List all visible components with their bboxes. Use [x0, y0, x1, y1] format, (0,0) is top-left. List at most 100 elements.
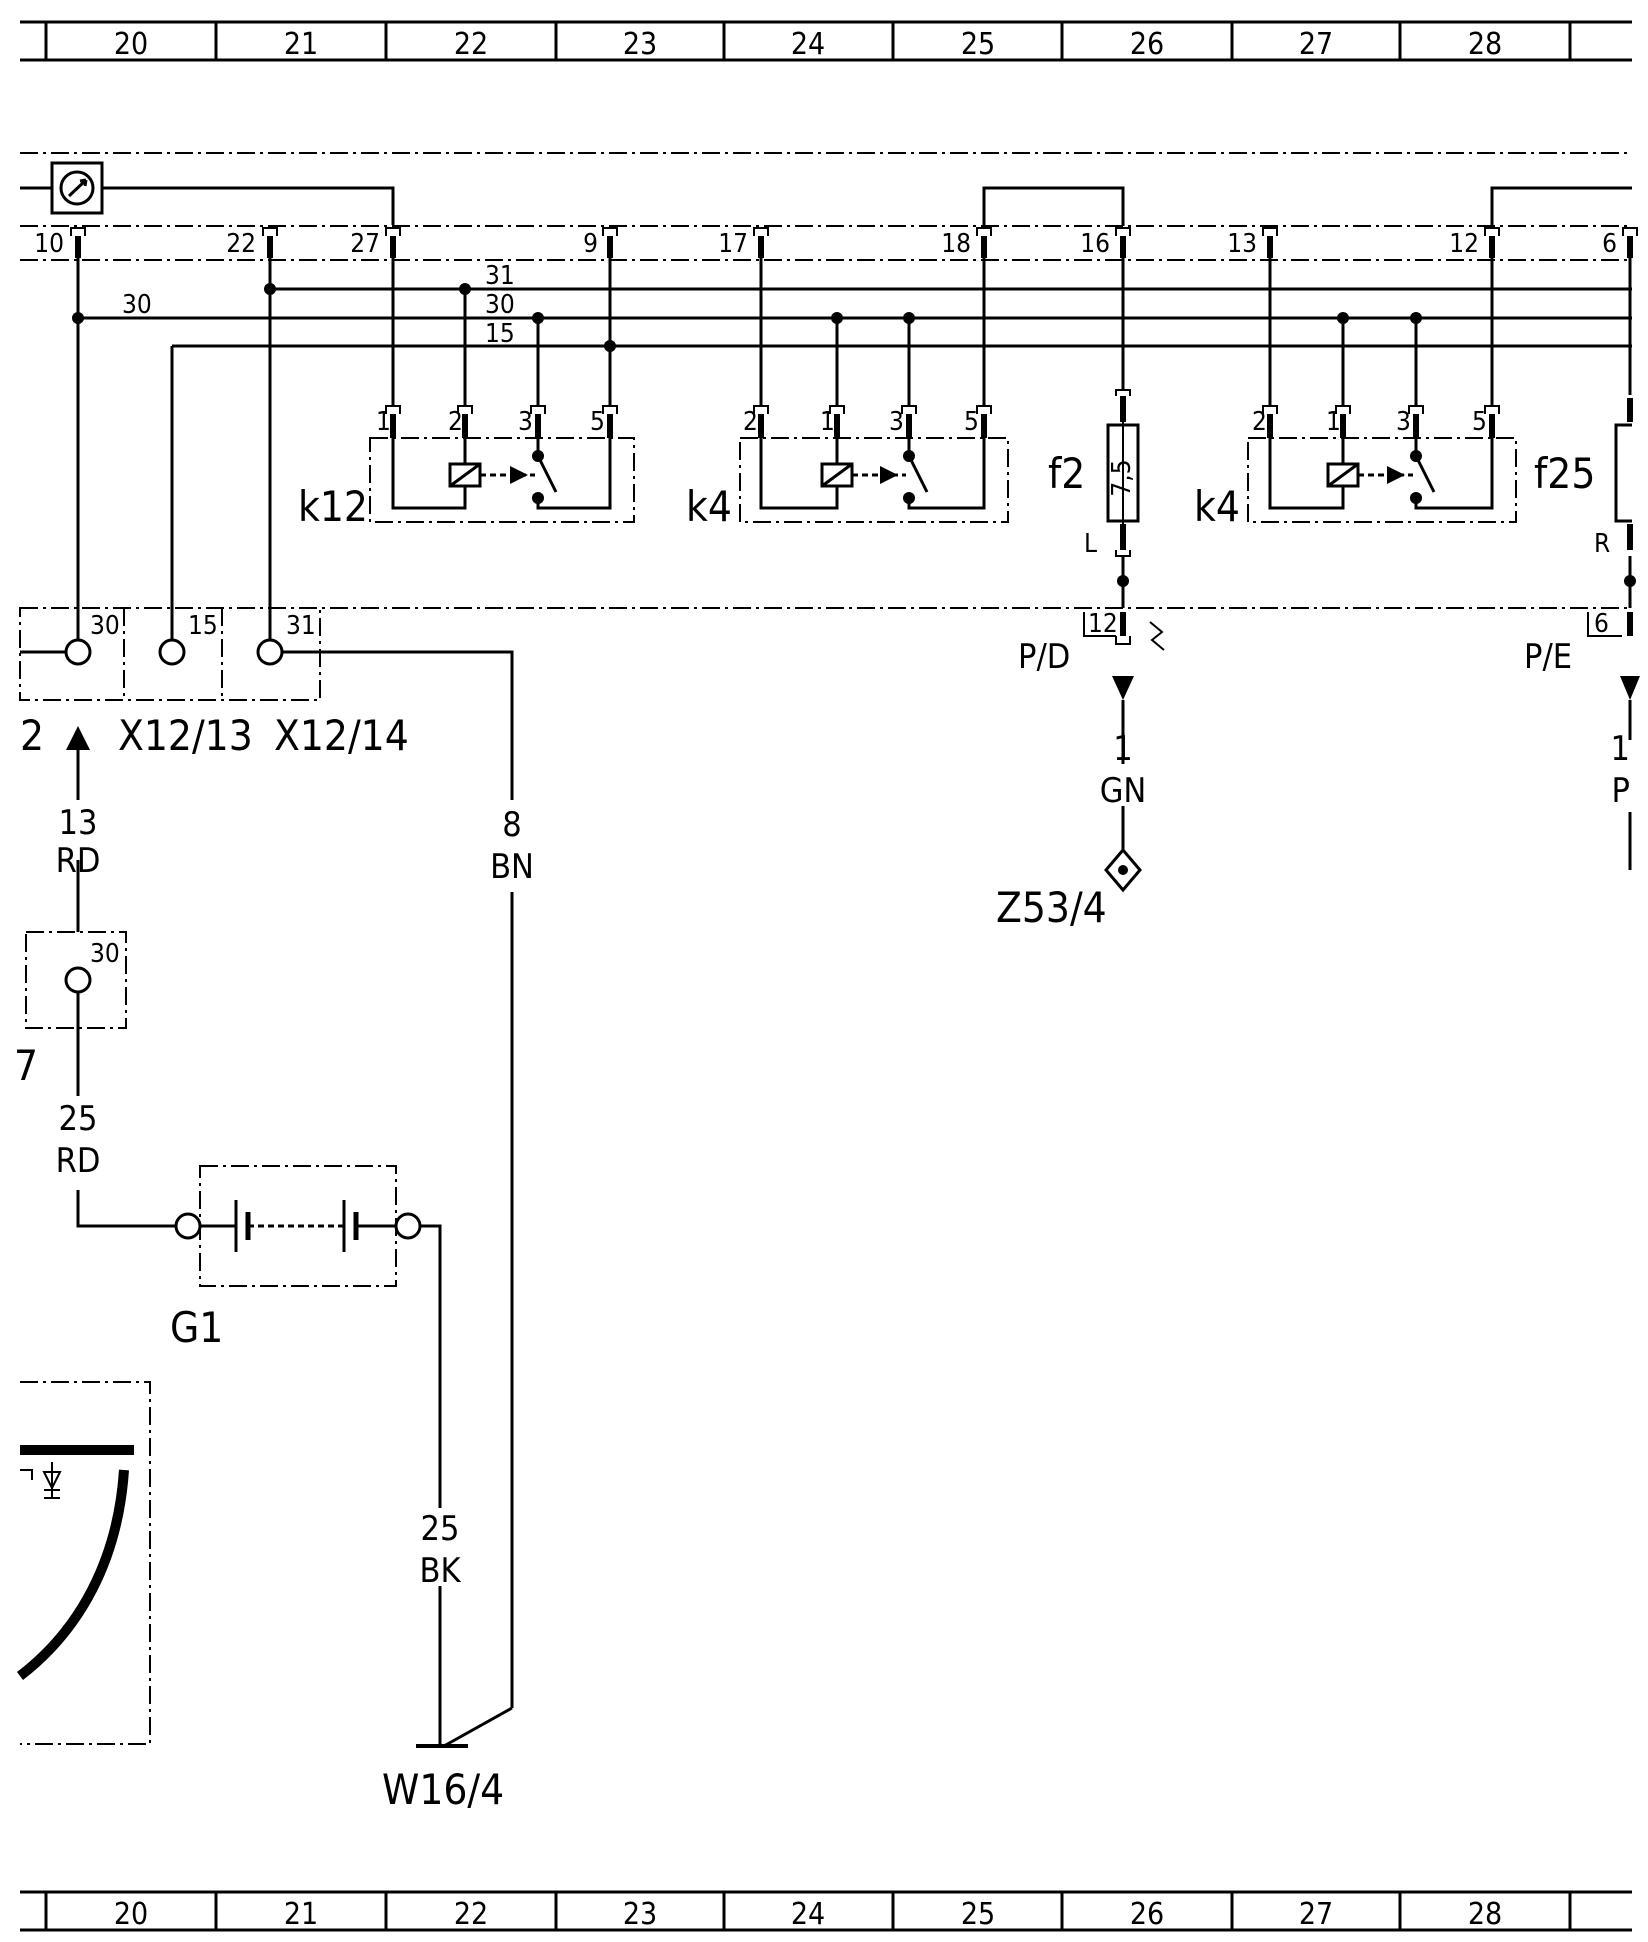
k4m-pin-5: 5 — [964, 407, 979, 437]
ground-label: W16/4 — [382, 1765, 504, 1814]
lower-terminal-block[interactable]: 30 — [25, 931, 127, 1029]
wire-25-rd — [76, 1028, 176, 1228]
bottom-grid-ruler — [20, 1890, 1632, 1932]
pin-label-6: 6 — [1602, 229, 1617, 259]
bus-label-30-left: 30 — [122, 290, 152, 320]
pd-connector-label: P/D — [1018, 637, 1070, 677]
x12-14-label: X12/14 — [274, 711, 409, 760]
connector-pin-caps — [70, 227, 1638, 236]
grid-col-20: 20 — [114, 27, 148, 62]
k12-pin-2: 2 — [448, 407, 463, 437]
bottom-grid-labels: 20 21 22 23 24 25 26 27 28 — [114, 1897, 1502, 1932]
k4m-pin-1: 1 — [820, 407, 835, 437]
terminal-30: 30 — [90, 611, 120, 641]
pin-label-17: 17 — [718, 229, 748, 259]
grid-col-25: 25 — [961, 27, 995, 62]
f2-rating: 7,5 — [1107, 459, 1137, 496]
wire-8-bn — [282, 650, 514, 1748]
lower-terminal-30: 30 — [90, 939, 120, 969]
grid-col-21: 21 — [284, 27, 318, 62]
k4-right-label: k4 — [1194, 482, 1240, 531]
top-grid-labels: 20 21 22 23 24 25 26 27 28 — [114, 27, 1502, 62]
pe-terminal: 6 — [1594, 609, 1609, 639]
battery-g1[interactable]: G1 — [170, 1165, 422, 1352]
vertical-wires — [76, 258, 1632, 640]
grid-col-20-bottom: 20 — [114, 1897, 148, 1932]
bus-label-30: 30 — [485, 290, 515, 320]
k4r-pin-3: 3 — [1396, 407, 1411, 437]
battery-label: G1 — [170, 1303, 223, 1352]
pin-label-10: 10 — [34, 229, 64, 259]
grid-col-22: 22 — [454, 27, 488, 62]
grid-col-26-bottom: 26 — [1130, 1897, 1164, 1932]
connector-pin-labels: 10 22 27 9 17 18 16 13 12 6 — [34, 229, 1617, 259]
grid-col-22-bottom: 22 — [454, 1897, 488, 1932]
power-bus-labels: 31 30 15 30 — [122, 261, 515, 349]
pd-connector[interactable]: 12 P/D — [1018, 609, 1165, 700]
pe-connector-label: P/E — [1524, 637, 1572, 677]
wire-25bk-number: 25 — [421, 1509, 460, 1549]
wire-25rd-number: 25 — [59, 1099, 98, 1139]
power-bus — [78, 287, 1632, 348]
k12-pin-5: 5 — [590, 407, 605, 437]
f25-wire-number: 1 — [1611, 729, 1630, 769]
wire-13-color: RD — [56, 841, 101, 881]
f2-side-label: L — [1084, 529, 1097, 559]
relay-k4-right[interactable]: 2 1 3 5 k4 — [1194, 405, 1517, 531]
f25-junction — [1624, 575, 1636, 587]
wire-13-number: 13 — [59, 803, 98, 843]
bus-label-15: 15 — [485, 319, 515, 349]
k12-pin-1: 1 — [376, 407, 391, 437]
diagnostic-symbol — [20, 161, 395, 225]
top-grid-ruler — [20, 20, 1632, 62]
wire-25rd-color: RD — [56, 1141, 101, 1181]
grid-col-28-bottom: 28 — [1468, 1897, 1502, 1932]
wire-8-number: 8 — [502, 805, 521, 845]
partial-component-left — [16, 1381, 151, 1745]
grid-col-23: 23 — [623, 27, 657, 62]
grid-col-28: 28 — [1468, 27, 1502, 62]
grid-col-27-bottom: 27 — [1299, 1897, 1333, 1932]
pe-connector[interactable]: 6 P/E — [1524, 609, 1640, 700]
f25-label: f25 — [1534, 449, 1595, 498]
ground-w16-4[interactable]: W16/4 — [382, 1744, 504, 1814]
relay-k12[interactable]: 1 2 3 5 k12 — [298, 405, 635, 531]
fuse-f2[interactable]: 7,5 f2 L — [1048, 389, 1140, 559]
wire-8-color: BN — [490, 847, 534, 887]
k4m-pin-3: 3 — [889, 407, 904, 437]
wire-25-bk — [420, 1224, 442, 1746]
pin-label-18: 18 — [941, 229, 971, 259]
pin-label-22: 22 — [226, 229, 256, 259]
k4r-pin-2: 2 — [1252, 407, 1267, 437]
f2-junction — [1117, 575, 1129, 587]
module-boundaries — [20, 152, 1632, 609]
edge-left-label: 2 — [20, 711, 44, 760]
grid-col-26: 26 — [1130, 27, 1164, 62]
wire-25bk-color: BK — [419, 1551, 461, 1591]
k12-pin-3: 3 — [518, 407, 533, 437]
grid-col-27: 27 — [1299, 27, 1333, 62]
k4r-pin-5: 5 — [1472, 407, 1487, 437]
pin-label-12: 12 — [1449, 229, 1479, 259]
grid-col-24: 24 — [791, 27, 825, 62]
k4r-pin-1: 1 — [1326, 407, 1341, 437]
junction-dots — [72, 283, 1422, 352]
z53-4-ground[interactable]: Z53/4 — [996, 847, 1142, 932]
grid-col-25-bottom: 25 — [961, 1897, 995, 1932]
f2-wire-color: GN — [1100, 771, 1147, 811]
k12-label: k12 — [298, 482, 368, 531]
f25-wire-color: P — [1612, 771, 1630, 811]
jumpers-top — [982, 186, 1632, 226]
k4m-pin-2: 2 — [743, 407, 758, 437]
f25-side-label: R — [1594, 529, 1610, 559]
bus-label-31: 31 — [485, 261, 515, 291]
pin-label-9: 9 — [583, 229, 598, 259]
f2-wire-number: 1 — [1113, 729, 1132, 769]
fuse-f25[interactable]: f25 R — [1534, 398, 1633, 559]
terminal-block[interactable]: 30 15 31 — [19, 607, 321, 701]
z53-4-label: Z53/4 — [996, 883, 1107, 932]
connector-pin-stubs — [75, 236, 1633, 258]
wire-arrow-up — [66, 726, 90, 750]
relay-k4-middle[interactable]: 2 1 3 5 k4 — [686, 405, 1009, 531]
